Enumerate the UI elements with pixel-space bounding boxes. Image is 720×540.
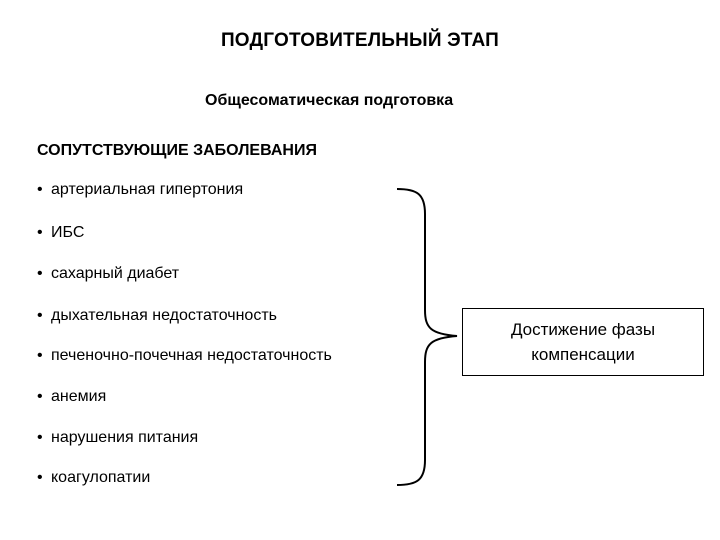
- list-item: • дыхательная недостаточность: [37, 306, 277, 326]
- page-title: ПОДГОТОВИТЕЛЬНЫЙ ЭТАП: [220, 30, 500, 51]
- list-item-label: дыхательная недостаточность: [51, 307, 277, 324]
- subtitle: Общесоматическая подготовка: [205, 92, 454, 109]
- list-item: • ИБС: [37, 223, 84, 243]
- bullet-icon: •: [37, 307, 43, 324]
- list-item: • нарушения питания: [37, 428, 198, 448]
- list-item: • печеночно-почечная недостаточность: [37, 346, 332, 366]
- bullet-icon: •: [37, 347, 43, 364]
- list-item: • анемия: [37, 387, 106, 407]
- curly-brace-icon: [396, 188, 458, 486]
- list-item-label: сахарный диабет: [51, 265, 180, 282]
- bullet-icon: •: [37, 265, 43, 282]
- list-item-label: ИБС: [51, 224, 85, 241]
- section-heading: СОПУТСТВУЮЩИЕ ЗАБОЛЕВАНИЯ: [37, 142, 317, 159]
- result-line-1: Достижение фазы: [510, 320, 656, 339]
- bullet-icon: •: [37, 388, 43, 405]
- result-line-2: компенсации: [531, 345, 635, 364]
- list-item: • коагулопатии: [37, 468, 150, 488]
- bullet-icon: •: [37, 224, 43, 241]
- bullet-icon: •: [37, 429, 43, 446]
- list-item-label: коагулопатии: [51, 469, 151, 486]
- list-item-label: анемия: [51, 388, 107, 405]
- list-item-label: нарушения питания: [51, 429, 199, 446]
- list-item-label: артериальная гипертония: [51, 181, 244, 198]
- list-item-label: печеночно-почечная недостаточность: [51, 347, 332, 364]
- result-box: Достижение фазы компенсации: [462, 308, 704, 376]
- bullet-icon: •: [37, 469, 43, 486]
- list-item: • артериальная гипертония: [37, 180, 243, 200]
- list-item: • сахарный диабет: [37, 264, 179, 284]
- bullet-icon: •: [37, 181, 43, 198]
